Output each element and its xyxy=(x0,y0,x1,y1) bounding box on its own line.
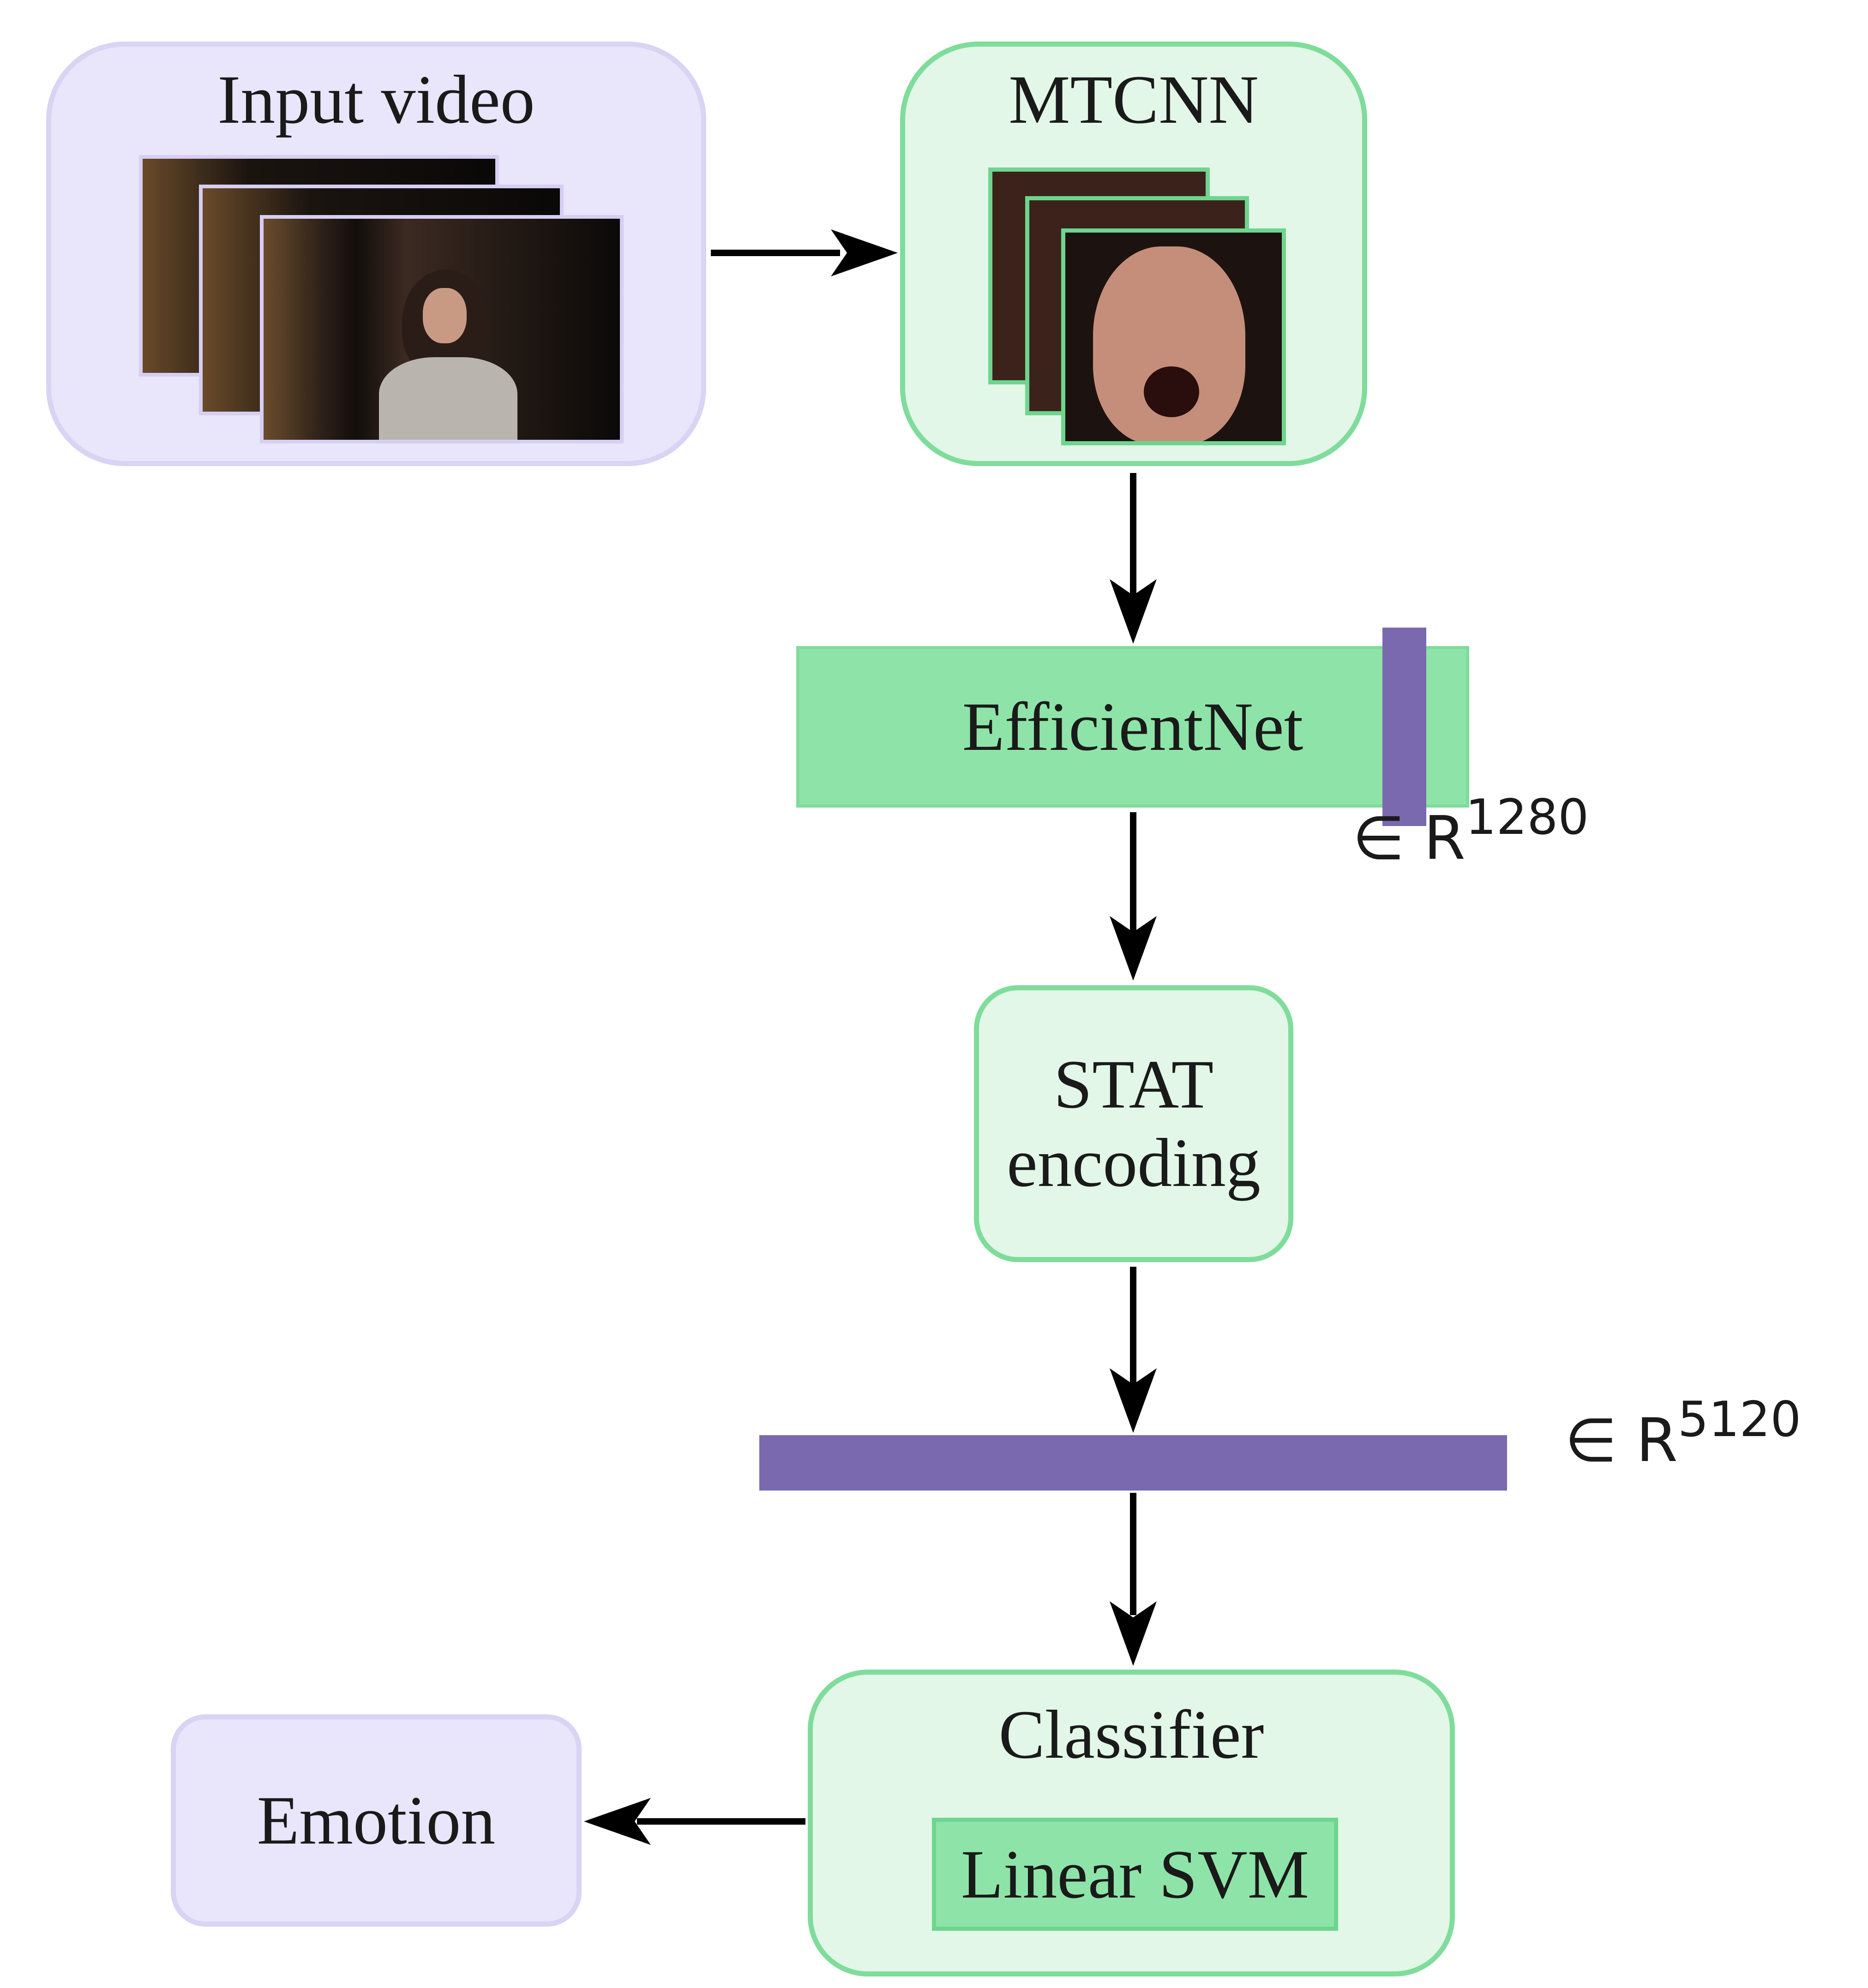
stat-encoding-box: STAT encoding xyxy=(974,985,1293,1262)
arrowhead-left xyxy=(584,1798,651,1845)
classifier-title: Classifier xyxy=(998,1696,1264,1773)
arrowhead-right xyxy=(831,229,898,276)
feature-space-symbol: ∈ R xyxy=(1352,803,1466,873)
arrowhead-down xyxy=(1110,579,1157,644)
mtcnn-box: MTCNN xyxy=(900,42,1367,466)
input-video-box: Input video xyxy=(46,42,706,466)
feature-dim-label-5120: ∈ R5120 xyxy=(1565,1391,1801,1475)
arrowhead-down xyxy=(1110,1601,1157,1666)
feature-vector-1280 xyxy=(1382,628,1426,826)
linear-svm-label: Linear SVM xyxy=(961,1836,1309,1913)
efficientnet-label: EfficientNet xyxy=(962,689,1303,765)
input-video-title: Input video xyxy=(217,61,535,138)
linear-svm-block: Linear SVM xyxy=(932,1818,1338,1931)
arrowhead-down xyxy=(1110,916,1157,981)
face-crop xyxy=(1061,228,1286,445)
emotion-box: Emotion xyxy=(171,1714,582,1927)
video-frame xyxy=(260,215,624,443)
mtcnn-title: MTCNN xyxy=(1009,61,1259,138)
person-body xyxy=(379,357,517,440)
video-frames-stack xyxy=(139,155,628,443)
arrowhead-down xyxy=(1110,1368,1157,1433)
person-face xyxy=(423,288,467,343)
feature-dim-value: 5120 xyxy=(1677,1391,1802,1448)
mouth xyxy=(1144,366,1199,417)
emotion-label: Emotion xyxy=(257,1782,496,1859)
face-crops-stack xyxy=(988,168,1286,445)
classifier-box: Classifier Linear SVM xyxy=(808,1670,1455,1976)
stat-encoding-line1: STAT xyxy=(1053,1046,1214,1123)
stat-encoding-line2: encoding xyxy=(1007,1125,1261,1201)
feature-vector-5120 xyxy=(759,1435,1507,1491)
efficientnet-block: EfficientNet xyxy=(796,646,1469,808)
feature-dim-value: 1280 xyxy=(1465,789,1589,845)
feature-dim-label-1280: ∈ R1280 xyxy=(1352,789,1589,873)
feature-space-symbol: ∈ R xyxy=(1565,1405,1678,1475)
